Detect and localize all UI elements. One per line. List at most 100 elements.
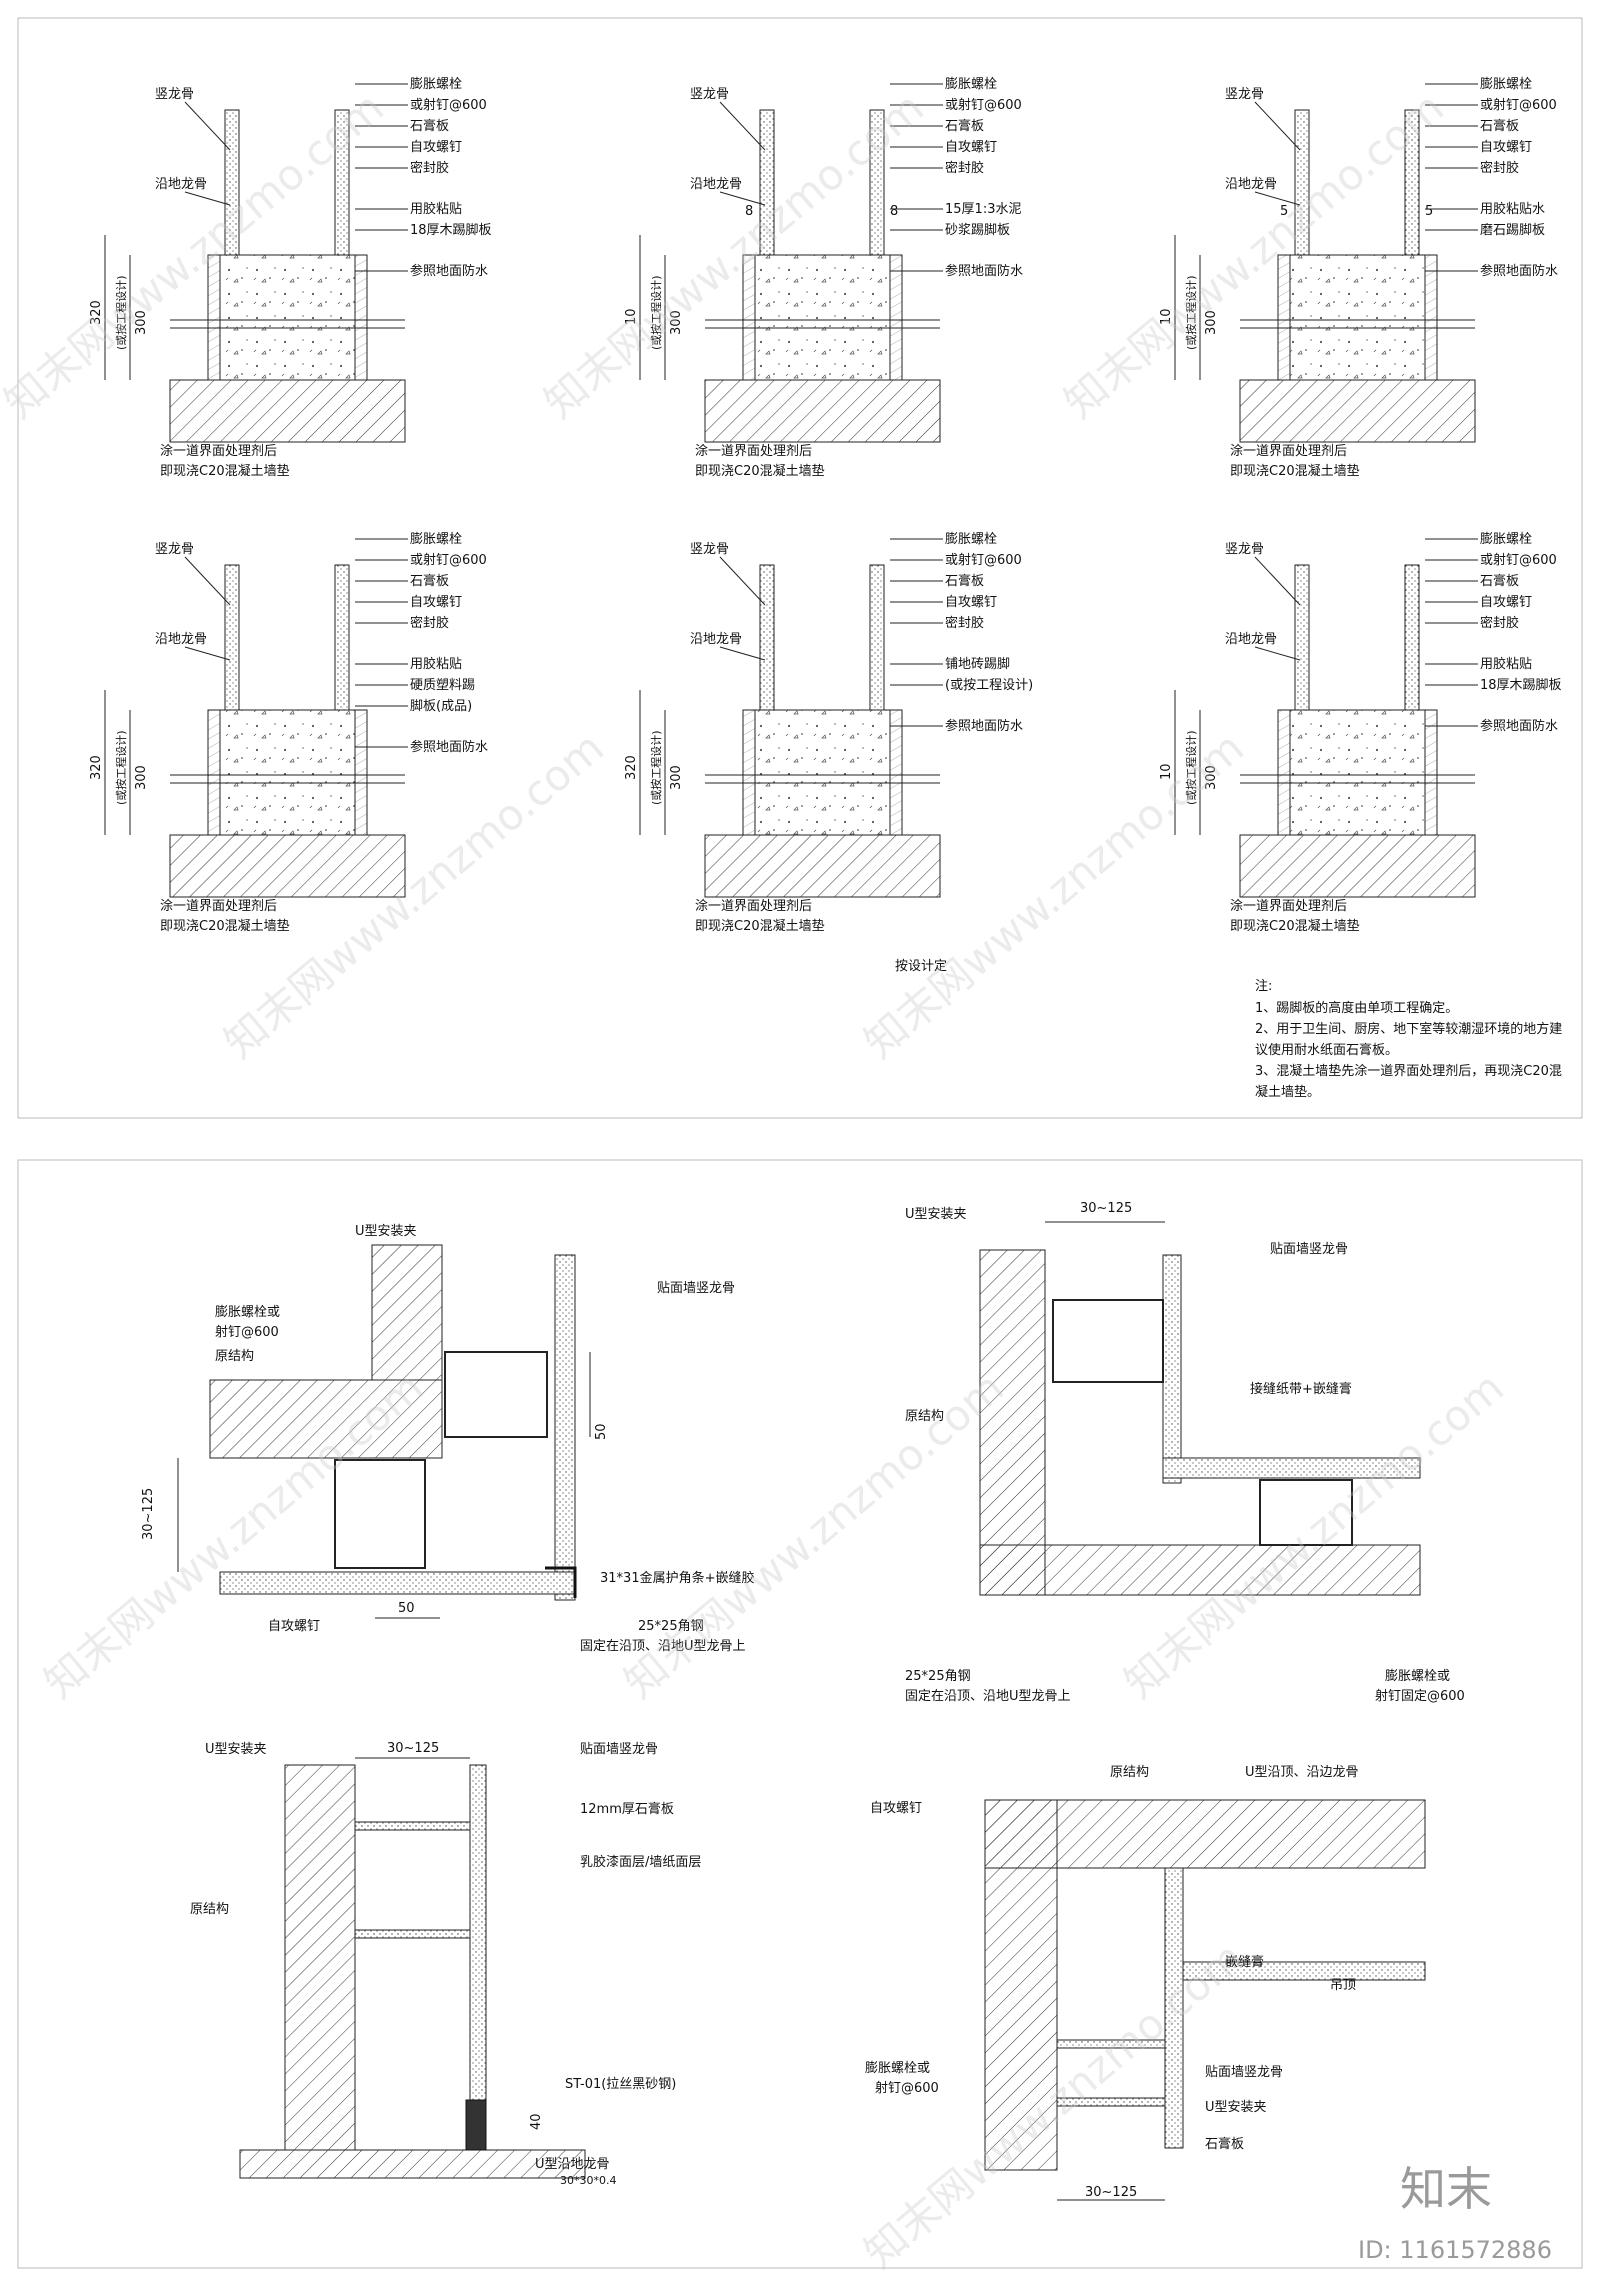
label-joint-compound: 嵌缝膏 (1225, 1954, 1264, 1970)
gypsum-board-left (224, 564, 240, 711)
stud-band-1 (1056, 2039, 1166, 2049)
label-left-2: 沿地龙骨 (1225, 177, 1277, 192)
label-right-7: 硬质塑料踢 (410, 678, 475, 693)
dim-2: 300 (1204, 310, 1219, 335)
label-left-1: 竖龙骨 (1225, 87, 1264, 102)
dim-50-vertical: 50 (594, 1423, 609, 1440)
label-u-clip: U型安装夹 (205, 1742, 267, 1757)
gypsum-board-right (334, 564, 350, 711)
dim-1: 10 (1159, 308, 1174, 325)
label-left-1: 竖龙骨 (155, 542, 194, 557)
label-floor-track: U型沿地龙骨 (535, 2157, 610, 2172)
label-u-clip: U型安装夹 (355, 1224, 417, 1239)
structure-wall (284, 1764, 356, 2151)
label-left-2: 沿地龙骨 (155, 632, 207, 647)
label-right-6: 铺地砖踢脚 (945, 656, 1010, 672)
label-right-6: 用胶粘贴 (1480, 656, 1532, 672)
label-left-2: 沿地龙骨 (690, 632, 742, 647)
dim-30-125: 30~125 (1085, 2185, 1137, 2200)
leader-left-1 (1254, 556, 1301, 606)
watermark-logo: 知末 (1400, 2162, 1492, 2216)
label-right-8: 参照地面防水 (1480, 263, 1558, 279)
dim-1: 320 (89, 300, 104, 325)
label-right-3: 石膏板 (1480, 573, 1519, 589)
label-screw: 自攻螺钉 (268, 1619, 320, 1634)
label-right-3: 石膏板 (945, 118, 984, 134)
label-right-6: 15厚1:3水泥 (945, 202, 1021, 217)
leader-left-2 (184, 646, 231, 661)
label-track-size: 30*30*0.4 (560, 2174, 617, 2187)
dim-3: (或按工程设计) (649, 275, 663, 350)
label-angle-fix: 固定在沿顶、沿地U型龙骨上 (580, 1639, 746, 1654)
skirting-left (207, 709, 221, 836)
label-angle-steel: 25*25角钢 (638, 1619, 704, 1634)
lower-sheet-frame (17, 1159, 1583, 2269)
label-right-5: 密封胶 (945, 160, 984, 176)
label-right-5: 密封胶 (1480, 160, 1519, 176)
label-facing-stud: 贴面墙竖龙骨 (657, 1281, 735, 1296)
dim-30-125: 30~125 (1080, 1201, 1132, 1216)
dim-4: 8 (745, 204, 753, 219)
watermark-id: ID: 1161572886 (1358, 2236, 1552, 2264)
label-bottom-2: 即现浇C20混凝土墙垫 (1230, 463, 1360, 479)
dim-3: (或按工程设计) (1184, 730, 1198, 805)
dim-2: 300 (1204, 765, 1219, 790)
dim-2: 300 (669, 765, 684, 790)
note-line-5: 凝土墙垫。 (1255, 1084, 1320, 1100)
stud-channel-2 (334, 1459, 426, 1569)
skirting-right (354, 709, 368, 836)
label-anchor-bolt: 膨胀螺栓或 (215, 1305, 280, 1320)
dim-3: (或按工程设计) (114, 730, 128, 805)
gypsum-board (469, 1764, 487, 2151)
label-right-4: 自攻螺钉 (945, 595, 997, 610)
label-right-2: 或射钉@600 (410, 552, 487, 568)
note-line-4: 3、混凝土墙垫先涂一道界面处理剂后，再现浇C20混 (1255, 1063, 1562, 1079)
gypsum-board (1162, 1254, 1182, 1484)
lower-detail-3: 30~125 40 U型安装夹 贴面墙竖龙骨 12mm厚石膏板 乳胶漆面层/墙纸… (190, 1741, 701, 2187)
gypsum-board-horizontal (219, 1571, 576, 1595)
leader-left-1 (184, 101, 231, 151)
label-right-7: (或按工程设计) (945, 678, 1033, 693)
skirting-left (1277, 254, 1291, 381)
label-right-5: 密封胶 (410, 615, 449, 631)
label-screw: 自攻螺钉 (870, 1801, 922, 1816)
dim-2: 300 (669, 310, 684, 335)
label-right-1: 膨胀螺栓 (1480, 532, 1532, 547)
label-right-1: 膨胀螺栓 (1480, 77, 1532, 92)
concrete-curb (754, 254, 891, 381)
label-right-3: 石膏板 (945, 573, 984, 589)
notes-block: 注: 1、踢脚板的高度由单项工程确定。 2、用于卫生间、厨房、地下室等较潮湿环境… (1255, 979, 1562, 1100)
floor-slab (704, 379, 941, 443)
label-right-3: 石膏板 (410, 573, 449, 589)
label-paint: 乳胶漆面层/墙纸面层 (580, 1854, 701, 1870)
leader-left-1 (1254, 101, 1301, 151)
label-left-1: 竖龙骨 (690, 87, 729, 102)
dim-40: 40 (529, 2113, 544, 2130)
label-right-8: 参照地面防水 (945, 263, 1023, 279)
label-bottom-2: 即现浇C20混凝土墙垫 (695, 918, 825, 934)
dim-3: (或按工程设计) (649, 730, 663, 805)
leader-left-1 (719, 101, 766, 151)
gypsum-board-right (869, 564, 885, 711)
label-facing-stud: 贴面墙竖龙骨 (1270, 1242, 1348, 1257)
label-left-2: 沿地龙骨 (690, 177, 742, 192)
label-nail-spacing: 射钉@600 (875, 2080, 939, 2096)
label-right-6: 用胶粘贴 (410, 656, 462, 672)
dim-1: 10 (624, 308, 639, 325)
label-bottom-2: 即现浇C20混凝土墙垫 (160, 463, 290, 479)
leader-left-2 (184, 191, 231, 206)
dim-3: (或按工程设计) (114, 275, 128, 350)
dim-2: 300 (134, 310, 149, 335)
gypsum-board-vertical (554, 1254, 576, 1601)
stud-channel (444, 1351, 548, 1438)
label-u-track: U型沿顶、沿边龙骨 (1245, 1765, 1359, 1780)
label-bottom-2: 即现浇C20混凝土墙垫 (160, 918, 290, 934)
label-right-7: 18厚木踢脚板 (1480, 677, 1562, 693)
label-bottom-1: 涂一道界面处理剂后 (1230, 443, 1347, 459)
label-right-4: 自攻螺钉 (945, 140, 997, 155)
label-right-5: 密封胶 (1480, 615, 1519, 631)
